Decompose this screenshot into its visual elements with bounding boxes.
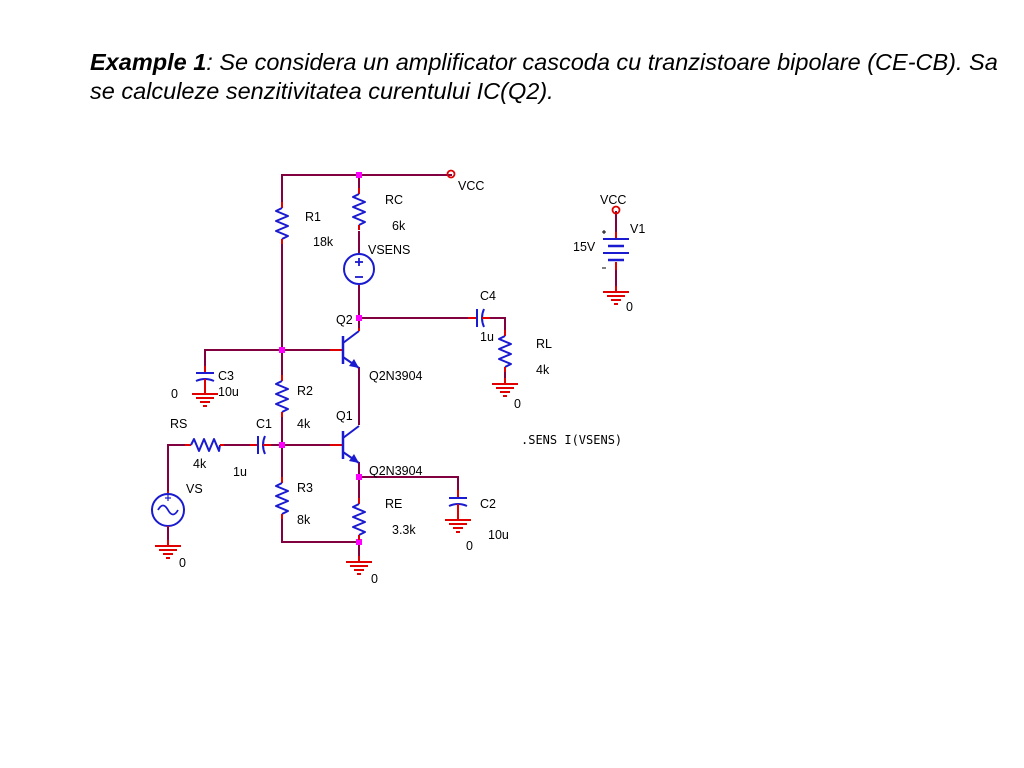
resistor-r3: R3 8k bbox=[275, 476, 313, 527]
svg-text:R3: R3 bbox=[297, 481, 313, 495]
svg-text:8k: 8k bbox=[297, 513, 311, 527]
svg-text:0: 0 bbox=[626, 300, 633, 314]
vcc-terminal-main: VCC bbox=[446, 169, 484, 193]
ground-c2-label: 0 bbox=[466, 539, 473, 553]
ground-v1: 0 bbox=[602, 285, 633, 314]
svg-text:C1: C1 bbox=[256, 417, 272, 431]
wires bbox=[167, 174, 617, 557]
svg-text:RE: RE bbox=[385, 497, 402, 511]
svg-text:VS: VS bbox=[186, 482, 203, 496]
resistor-rl: RL 4k bbox=[498, 329, 552, 377]
ground-main: 0 bbox=[345, 555, 378, 586]
svg-text:RL: RL bbox=[536, 337, 552, 351]
svg-text:4k: 4k bbox=[536, 363, 550, 377]
svg-text:10u: 10u bbox=[218, 385, 239, 399]
svg-text:VCC: VCC bbox=[458, 179, 484, 193]
svg-text:4k: 4k bbox=[193, 457, 207, 471]
svg-text:Q2N3904: Q2N3904 bbox=[369, 369, 423, 383]
capacitor-c2: C2 10u bbox=[444, 490, 509, 542]
svg-text:0: 0 bbox=[371, 572, 378, 586]
capacitor-c1: C1 1u bbox=[233, 417, 272, 479]
example-label: Example 1 bbox=[90, 49, 207, 75]
ground-c3-label: 0 bbox=[171, 387, 178, 401]
svg-text:C2: C2 bbox=[480, 497, 496, 511]
svg-text:1u: 1u bbox=[233, 465, 247, 479]
voltage-source-vsens: VSENS bbox=[343, 243, 410, 285]
svg-text:VCC: VCC bbox=[600, 193, 626, 207]
sens-directive: .SENS I(VSENS) bbox=[521, 433, 622, 447]
svg-text:0: 0 bbox=[466, 539, 473, 553]
svg-text:R2: R2 bbox=[297, 384, 313, 398]
svg-text:Q2: Q2 bbox=[336, 313, 353, 327]
svg-text:4k: 4k bbox=[297, 417, 311, 431]
svg-text:VSENS: VSENS bbox=[368, 243, 410, 257]
svg-text:C4: C4 bbox=[480, 289, 496, 303]
resistor-rc: RC 6k bbox=[352, 187, 406, 233]
svg-text:0: 0 bbox=[514, 397, 521, 411]
transistor-q1: Q1 Q2N3904 bbox=[330, 409, 423, 478]
battery-v1: V1 15V bbox=[573, 222, 645, 270]
svg-text:18k: 18k bbox=[313, 235, 334, 249]
svg-text:RS: RS bbox=[170, 417, 187, 431]
svg-text:RC: RC bbox=[385, 193, 403, 207]
capacitor-c3: C3 10u bbox=[191, 366, 239, 407]
svg-text:C3: C3 bbox=[218, 369, 234, 383]
resistor-rs: RS 4k bbox=[170, 417, 224, 471]
ground-vs: 0 bbox=[154, 539, 186, 570]
vcc-terminal-v1: VCC bbox=[600, 193, 626, 215]
problem-statement: Example 1: Se considera un amplificator … bbox=[90, 48, 1000, 106]
svg-text:Q2N3904: Q2N3904 bbox=[369, 464, 423, 478]
junction-dots bbox=[279, 172, 362, 545]
svg-text:Q1: Q1 bbox=[336, 409, 353, 423]
signal-source-vs: VS bbox=[151, 482, 203, 527]
problem-text: : Se considera un amplificator cascoda c… bbox=[90, 49, 998, 104]
svg-text:15V: 15V bbox=[573, 240, 596, 254]
svg-text:1u: 1u bbox=[480, 330, 494, 344]
svg-text:3.3k: 3.3k bbox=[392, 523, 416, 537]
svg-text:0: 0 bbox=[171, 387, 178, 401]
svg-text:V1: V1 bbox=[630, 222, 645, 236]
svg-text:6k: 6k bbox=[392, 219, 406, 233]
svg-text:R1: R1 bbox=[305, 210, 321, 224]
resistor-r1: R1 18k bbox=[275, 201, 334, 249]
svg-text:0: 0 bbox=[179, 556, 186, 570]
svg-text:10u: 10u bbox=[488, 528, 509, 542]
capacitor-c4: C4 1u bbox=[468, 289, 496, 344]
resistor-re: RE 3.3k bbox=[352, 497, 416, 541]
ground-rl: 0 bbox=[491, 377, 521, 411]
transistor-q2: Q2 Q2N3904 bbox=[330, 313, 423, 383]
resistor-r2: R2 4k bbox=[275, 374, 313, 431]
